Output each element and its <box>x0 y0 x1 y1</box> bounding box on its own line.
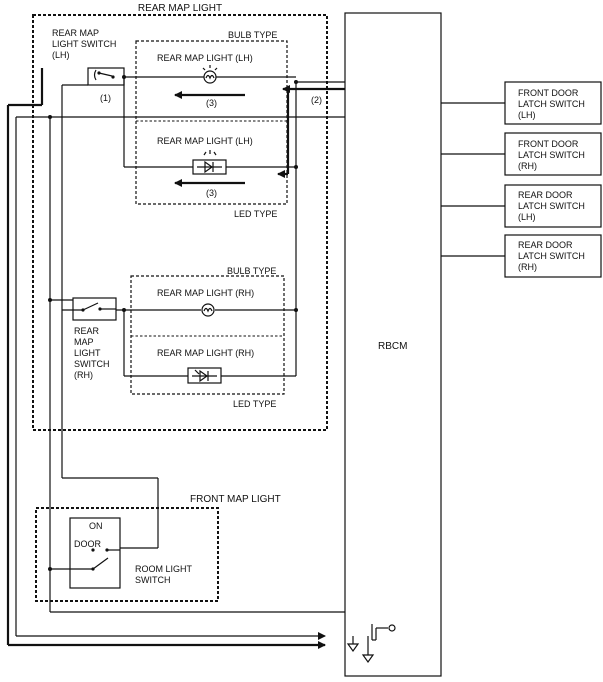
latch-switch-rear-rh: REAR DOOR LATCH SWITCH (RH) <box>441 234 602 278</box>
led-rh-icon <box>187 367 222 384</box>
latch-switch-rear-lh: REAR DOOR LATCH SWITCH (LH) <box>441 184 602 228</box>
svg-text:(LH): (LH) <box>518 212 536 222</box>
svg-text:REAR MAP: REAR MAP <box>52 28 99 38</box>
room-light-door-label: DOOR <box>74 539 102 549</box>
lamp-rh-led-label: REAR MAP LIGHT (RH) <box>157 348 254 358</box>
svg-text:(LH): (LH) <box>52 50 70 60</box>
callout-3b: (3) <box>206 188 217 198</box>
svg-text:(RH): (RH) <box>518 262 537 272</box>
svg-text:(LH): (LH) <box>518 110 536 120</box>
lamp-rh-bulb-label: REAR MAP LIGHT (RH) <box>157 288 254 298</box>
svg-text:FRONT DOOR: FRONT DOOR <box>518 139 579 149</box>
callout-1: (1) <box>100 93 111 103</box>
led-type-label-bottom: LED TYPE <box>233 399 276 409</box>
svg-text:REAR: REAR <box>74 326 100 336</box>
room-light-switch <box>69 517 121 589</box>
bulb-type-label-top: BULB TYPE <box>228 30 277 40</box>
switch-lh-contact <box>93 69 97 81</box>
front-map-light-title: FRONT MAP LIGHT <box>190 494 281 505</box>
front-map-light-enclosure <box>35 507 219 602</box>
room-light-on-label: ON <box>89 521 103 531</box>
rear-map-light-title: REAR MAP LIGHT <box>138 3 222 14</box>
svg-text:(RH): (RH) <box>518 161 537 171</box>
room-light-switch-label: ROOM LIGHT SWITCH <box>135 564 193 585</box>
svg-text:MAP: MAP <box>74 337 94 347</box>
svg-text:REAR DOOR: REAR DOOR <box>518 190 573 200</box>
lamp-lh-bulb-label: REAR MAP LIGHT (LH) <box>157 53 253 63</box>
ground-symbol-1 <box>346 636 360 653</box>
svg-text:LATCH SWITCH: LATCH SWITCH <box>518 251 585 261</box>
rbcm-transistor-icon <box>367 624 396 655</box>
led-lh-icon <box>192 150 227 175</box>
svg-text:LATCH SWITCH: LATCH SWITCH <box>518 201 585 211</box>
svg-text:SWITCH: SWITCH <box>74 359 110 369</box>
rear-map-light-lh-type-box <box>135 40 288 205</box>
svg-text:LIGHT SWITCH: LIGHT SWITCH <box>52 39 116 49</box>
rbcm-module <box>344 12 442 677</box>
rear-map-light-switch-lh <box>87 67 125 86</box>
rear-map-light-switch-lh-label: REAR MAP LIGHT SWITCH (LH) <box>52 28 116 60</box>
rear-map-light-enclosure <box>32 14 328 431</box>
svg-text:REAR DOOR: REAR DOOR <box>518 240 573 250</box>
ground-symbol-2 <box>361 654 375 664</box>
svg-text:LATCH SWITCH: LATCH SWITCH <box>518 99 585 109</box>
svg-text:FRONT DOOR: FRONT DOOR <box>518 88 579 98</box>
bulb-rh-icon <box>201 303 215 317</box>
svg-text:ROOM LIGHT: ROOM LIGHT <box>135 564 193 574</box>
latch-switch-front-lh: FRONT DOOR LATCH SWITCH (LH) <box>441 81 602 125</box>
svg-text:LIGHT: LIGHT <box>74 348 101 358</box>
bulb-lh-icon <box>202 65 218 84</box>
rear-map-light-rh-type-box <box>130 275 285 395</box>
rbcm-label: RBCM <box>378 341 407 352</box>
led-type-label-top: LED TYPE <box>234 209 277 219</box>
rear-map-light-switch-rh-label: REAR MAP LIGHT SWITCH (RH) <box>74 326 110 380</box>
lamp-lh-led-label: REAR MAP LIGHT (LH) <box>157 136 253 146</box>
bulb-type-label-bottom: BULB TYPE <box>227 266 276 276</box>
svg-text:(RH): (RH) <box>74 370 93 380</box>
latch-switch-front-rh: FRONT DOOR LATCH SWITCH (RH) <box>441 132 602 176</box>
callout-3a: (3) <box>206 98 217 108</box>
callout-2: (2) <box>311 95 322 105</box>
svg-text:LATCH SWITCH: LATCH SWITCH <box>518 150 585 160</box>
room-light-switch-contacts <box>91 548 120 571</box>
svg-text:SWITCH: SWITCH <box>135 575 171 585</box>
